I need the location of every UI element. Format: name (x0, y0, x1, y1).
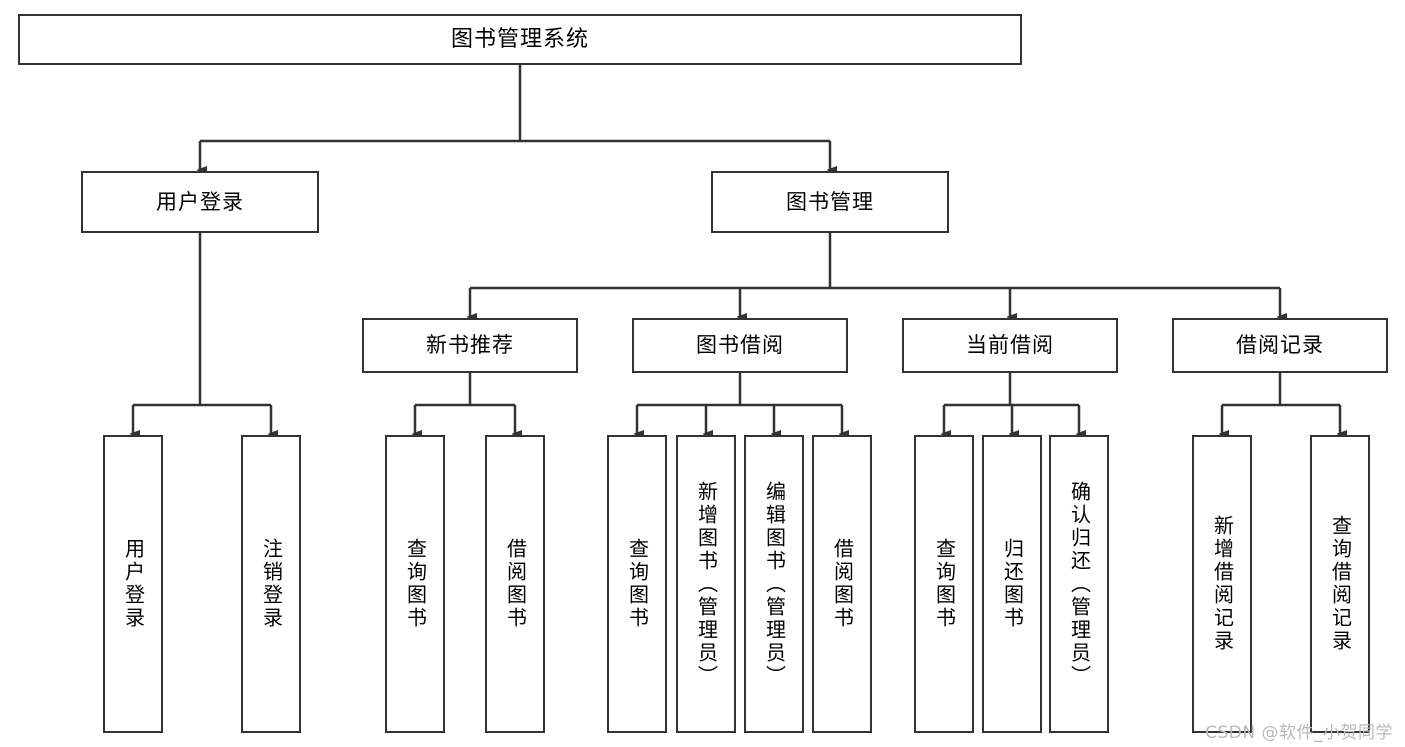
node-label: 图书借阅 (696, 333, 784, 358)
watermark-text: CSDN @软件_小贺同学 (1205, 723, 1393, 743)
node-leaf-query-book-2[interactable]: 查询图书 (607, 435, 667, 733)
node-current-borrow[interactable]: 当前借阅 (902, 318, 1118, 373)
node-label: 新增借阅记录 (1210, 515, 1235, 653)
node-leaf-add-record[interactable]: 新增借阅记录 (1192, 435, 1252, 733)
node-label: 新书推荐 (426, 333, 514, 358)
node-leaf-add-book[interactable]: 新增图书（管理员） (676, 435, 736, 733)
node-user-login[interactable]: 用户登录 (81, 171, 319, 233)
node-leaf-query-record[interactable]: 查询借阅记录 (1310, 435, 1370, 733)
node-leaf-query-book-1[interactable]: 查询图书 (385, 435, 445, 733)
node-label: 新增图书（管理员） (694, 480, 719, 688)
node-label: 确认归还（管理员） (1067, 480, 1092, 688)
node-leaf-edit-book[interactable]: 编辑图书（管理员） (744, 435, 804, 733)
node-label: 当前借阅 (966, 333, 1054, 358)
node-label: 查询图书 (403, 538, 428, 630)
node-book-borrow[interactable]: 图书借阅 (632, 318, 848, 373)
node-label: 用户登录 (121, 538, 146, 630)
node-label: 用户登录 (156, 189, 244, 214)
node-leaf-borrow-book-2[interactable]: 借阅图书 (812, 435, 872, 733)
node-label: 借阅记录 (1236, 333, 1324, 358)
node-leaf-return-book[interactable]: 归还图书 (982, 435, 1042, 733)
node-label: 借阅图书 (830, 538, 855, 630)
node-label: 注销登录 (259, 538, 284, 630)
node-label: 图书管理系统 (450, 26, 589, 52)
node-new-book-rec[interactable]: 新书推荐 (362, 318, 578, 373)
node-label: 查询图书 (932, 538, 957, 630)
node-leaf-query-book-3[interactable]: 查询图书 (914, 435, 974, 733)
node-label: 查询图书 (625, 538, 650, 630)
node-root[interactable]: 图书管理系统 (18, 14, 1022, 65)
node-leaf-user-logout[interactable]: 注销登录 (241, 435, 301, 733)
node-leaf-user-login[interactable]: 用户登录 (103, 435, 163, 733)
node-label: 编辑图书（管理员） (762, 480, 787, 688)
node-label: 图书管理 (786, 189, 874, 214)
node-leaf-confirm-return[interactable]: 确认归还（管理员） (1049, 435, 1109, 733)
node-leaf-borrow-book-1[interactable]: 借阅图书 (485, 435, 545, 733)
node-label: 归还图书 (1000, 538, 1025, 630)
node-book-manage[interactable]: 图书管理 (711, 171, 949, 233)
node-borrow-record[interactable]: 借阅记录 (1172, 318, 1388, 373)
node-label: 借阅图书 (503, 538, 528, 630)
node-label: 查询借阅记录 (1328, 515, 1353, 653)
